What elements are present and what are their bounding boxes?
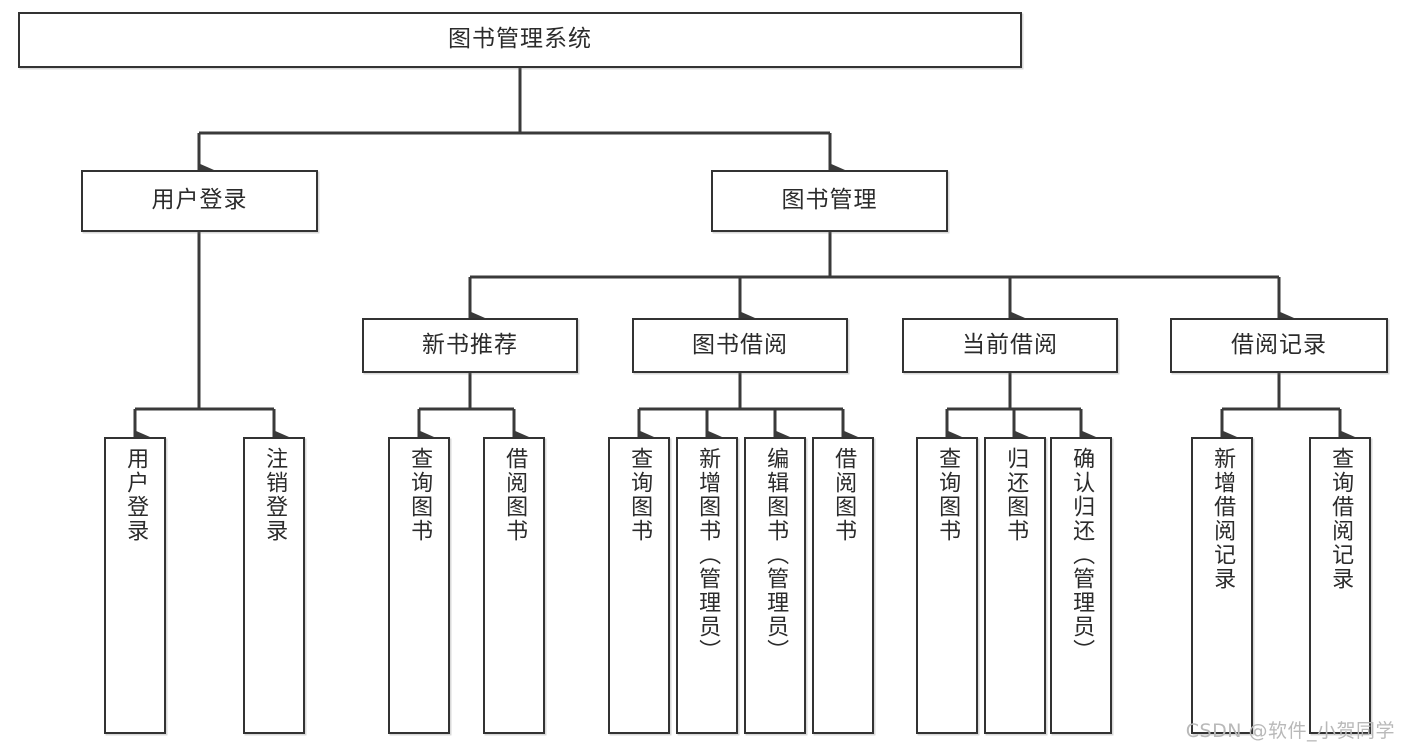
node-leaf-borrow-book-1[interactable]: 借阅图书 — [483, 437, 545, 734]
node-label: 借阅图书 — [831, 447, 857, 543]
node-book-management[interactable]: 图书管理 — [711, 170, 948, 232]
node-leaf-add-book[interactable]: 新增图书（管理员） — [676, 437, 738, 734]
node-label: 注销登录 — [262, 447, 288, 543]
node-label: 查询图书 — [935, 447, 961, 543]
node-label: 图书借阅 — [692, 331, 788, 358]
node-root-system[interactable]: 图书管理系统 — [18, 12, 1022, 68]
node-user-login[interactable]: 用户登录 — [81, 170, 318, 232]
node-label: 借阅图书 — [502, 447, 528, 543]
node-label: 查询借阅记录 — [1328, 447, 1354, 591]
node-label: 查询图书 — [627, 447, 653, 543]
node-leaf-query-record[interactable]: 查询借阅记录 — [1309, 437, 1371, 734]
node-book-borrow[interactable]: 图书借阅 — [632, 318, 848, 373]
node-label: 查询图书 — [407, 447, 433, 543]
node-label: 确认归还（管理员） — [1069, 447, 1095, 663]
node-leaf-query-book-1[interactable]: 查询图书 — [388, 437, 450, 734]
node-leaf-borrow-book-2[interactable]: 借阅图书 — [812, 437, 874, 734]
node-leaf-user-logout[interactable]: 注销登录 — [243, 437, 305, 734]
node-label: 借阅记录 — [1231, 331, 1327, 358]
node-leaf-confirm-return[interactable]: 确认归还（管理员） — [1050, 437, 1112, 734]
node-label: 新书推荐 — [422, 331, 518, 358]
node-leaf-query-book-2[interactable]: 查询图书 — [608, 437, 670, 734]
node-label: 归还图书 — [1003, 447, 1029, 543]
connector-lines — [133, 67, 1355, 444]
node-borrow-record[interactable]: 借阅记录 — [1170, 318, 1388, 373]
node-label: 用户登录 — [123, 447, 149, 543]
node-label: 新增图书（管理员） — [695, 447, 721, 663]
node-label: 用户登录 — [151, 187, 248, 214]
node-label: 图书管理 — [781, 187, 878, 214]
node-label: 新增借阅记录 — [1210, 447, 1236, 591]
node-leaf-edit-book[interactable]: 编辑图书（管理员） — [744, 437, 806, 734]
node-current-borrow[interactable]: 当前借阅 — [902, 318, 1118, 373]
node-leaf-add-record[interactable]: 新增借阅记录 — [1191, 437, 1253, 734]
node-leaf-query-book-3[interactable]: 查询图书 — [916, 437, 978, 734]
node-label: 编辑图书（管理员） — [763, 447, 789, 663]
node-leaf-user-login[interactable]: 用户登录 — [104, 437, 166, 734]
node-label: 图书管理系统 — [448, 26, 592, 53]
node-label: 当前借阅 — [962, 331, 1058, 358]
node-new-book-recommend[interactable]: 新书推荐 — [362, 318, 578, 373]
node-leaf-return-book[interactable]: 归还图书 — [984, 437, 1046, 734]
